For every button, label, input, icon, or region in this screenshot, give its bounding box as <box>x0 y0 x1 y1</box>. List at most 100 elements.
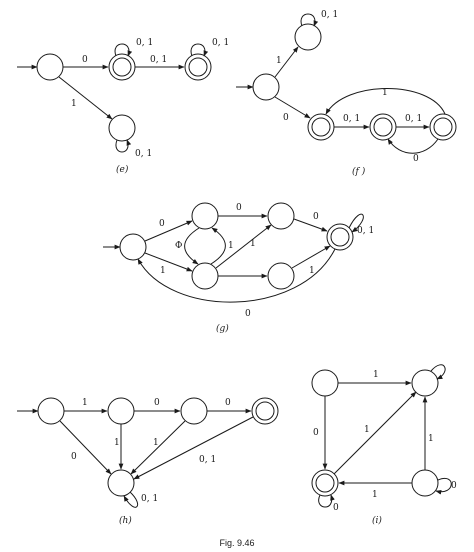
label-f-5: 0, 1 <box>405 114 422 124</box>
edge-h-accept-dead <box>133 416 254 480</box>
label-i-0: 1 <box>373 370 379 380</box>
state-g-p <box>191 202 219 230</box>
label-e-1: 0, 1 <box>136 38 153 48</box>
state-i-bl-inner <box>315 473 335 493</box>
caption-i: (i) <box>372 515 382 526</box>
state-i-tl <box>311 369 339 397</box>
label-h-7: 0, 1 <box>141 494 158 504</box>
diagram-h: 1 0 0 0 1 1 0, 1 0, 1 (h) <box>17 397 279 526</box>
label-i-5: 0 <box>451 481 457 491</box>
label-g-5: 1 <box>228 241 234 251</box>
label-h-3: 0 <box>71 452 77 462</box>
label-e-4: 1 <box>71 99 77 109</box>
label-f-6: 0 <box>413 154 419 164</box>
label-f-2: 0 <box>283 113 289 123</box>
edge-g-q-r <box>215 224 272 269</box>
state-g-start <box>119 233 147 261</box>
label-h-0: 1 <box>82 398 88 408</box>
edge-g-s-accept <box>291 245 331 269</box>
edge-g-r-accept <box>293 218 328 232</box>
label-f-1: 1 <box>276 56 282 66</box>
state-h-a <box>107 397 135 425</box>
state-e-dead <box>108 114 136 142</box>
edge-g-accept-start <box>137 248 336 303</box>
state-e-start <box>36 53 64 81</box>
label-h-1: 0 <box>154 398 160 408</box>
state-e-accept-1-inner <box>112 57 132 77</box>
state-h-accept-inner <box>255 401 275 421</box>
loop-e-accept1 <box>114 43 133 57</box>
state-e-accept-2-inner <box>188 57 208 77</box>
edge-i-bl-tr <box>333 391 417 475</box>
label-h-2: 0 <box>225 398 231 408</box>
edge-h-start-dead <box>59 420 112 475</box>
label-f-0: 0, 1 <box>321 10 338 20</box>
state-f-a-inner <box>311 117 331 137</box>
edge-h-b-dead <box>130 420 186 475</box>
label-g-9: 0 <box>245 309 251 319</box>
edge-e-start-dead <box>58 76 113 120</box>
loop-i-bl <box>318 494 335 508</box>
edge-f-c-a <box>325 88 446 115</box>
state-f-dead <box>294 23 322 51</box>
edge-f-c-b <box>387 138 439 154</box>
label-g-7: 1 <box>160 266 166 276</box>
caption-h: (h) <box>119 515 132 526</box>
label-i-4: 1 <box>372 490 378 500</box>
label-i-2: 1 <box>364 425 370 435</box>
label-g-4: Φ <box>175 241 182 251</box>
edge-f-start-dead <box>274 46 299 78</box>
label-i-1: 0 <box>313 428 319 438</box>
caption-e: (e) <box>116 164 129 175</box>
state-g-q <box>191 262 219 290</box>
label-g-3: 0, 1 <box>357 226 374 236</box>
label-g-1: 0 <box>236 203 242 213</box>
edge-g-q-p <box>210 227 226 265</box>
state-f-c-inner <box>433 117 453 137</box>
state-h-dead <box>107 469 135 497</box>
state-g-s <box>267 262 295 290</box>
label-f-3: 1 <box>382 88 388 98</box>
label-e-3: 0, 1 <box>212 38 229 48</box>
state-i-tr <box>411 369 439 397</box>
label-i-6: 0 <box>333 503 339 513</box>
edge-g-start-p <box>144 220 193 242</box>
label-h-4: 1 <box>114 438 120 448</box>
state-g-accept-inner <box>330 227 350 247</box>
loop-i-br <box>435 477 452 495</box>
state-h-start <box>37 397 65 425</box>
edge-g-start-q <box>144 252 193 272</box>
diagram-g: 0 0 0 0, 1 Φ 1 1 1 1 0 (g) <box>103 202 374 334</box>
loop-g-accept <box>348 213 364 233</box>
label-f-4: 0, 1 <box>343 114 360 124</box>
loop-e-accept2 <box>190 43 209 57</box>
edge-f-start-a <box>274 96 311 119</box>
state-h-b <box>180 397 208 425</box>
loop-e-dead <box>115 139 132 153</box>
caption-g: (g) <box>216 323 229 334</box>
diagram-i: 1 0 1 1 1 0 0 (i) <box>311 364 457 526</box>
label-i-3: 1 <box>428 434 434 444</box>
diagram-f: 0, 1 1 0 1 0, 1 0, 1 0 (f ) <box>236 10 457 177</box>
state-g-r <box>267 202 295 230</box>
label-e-5: 0, 1 <box>135 149 152 159</box>
loop-h-dead <box>123 491 139 508</box>
state-i-br <box>411 469 439 497</box>
diagram-e: 0 0, 1 0, 1 0, 1 1 0, 1 (e) <box>17 38 229 175</box>
label-g-2: 0 <box>313 212 319 222</box>
label-h-5: 1 <box>153 438 159 448</box>
label-e-2: 0, 1 <box>150 55 167 65</box>
state-f-b-inner <box>373 117 393 137</box>
label-g-6: 1 <box>250 239 256 249</box>
label-g-0: 0 <box>159 219 165 229</box>
label-h-6: 0, 1 <box>199 455 216 465</box>
label-e-0: 0 <box>82 55 88 65</box>
state-f-start <box>252 73 280 101</box>
loop-f-dead <box>300 13 319 27</box>
label-g-8: 1 <box>309 266 315 276</box>
edge-g-p-q <box>184 227 200 265</box>
loop-i-tr <box>430 364 446 380</box>
caption-f: (f ) <box>352 166 366 177</box>
figure-caption: Fig. 9.46 <box>219 538 254 548</box>
